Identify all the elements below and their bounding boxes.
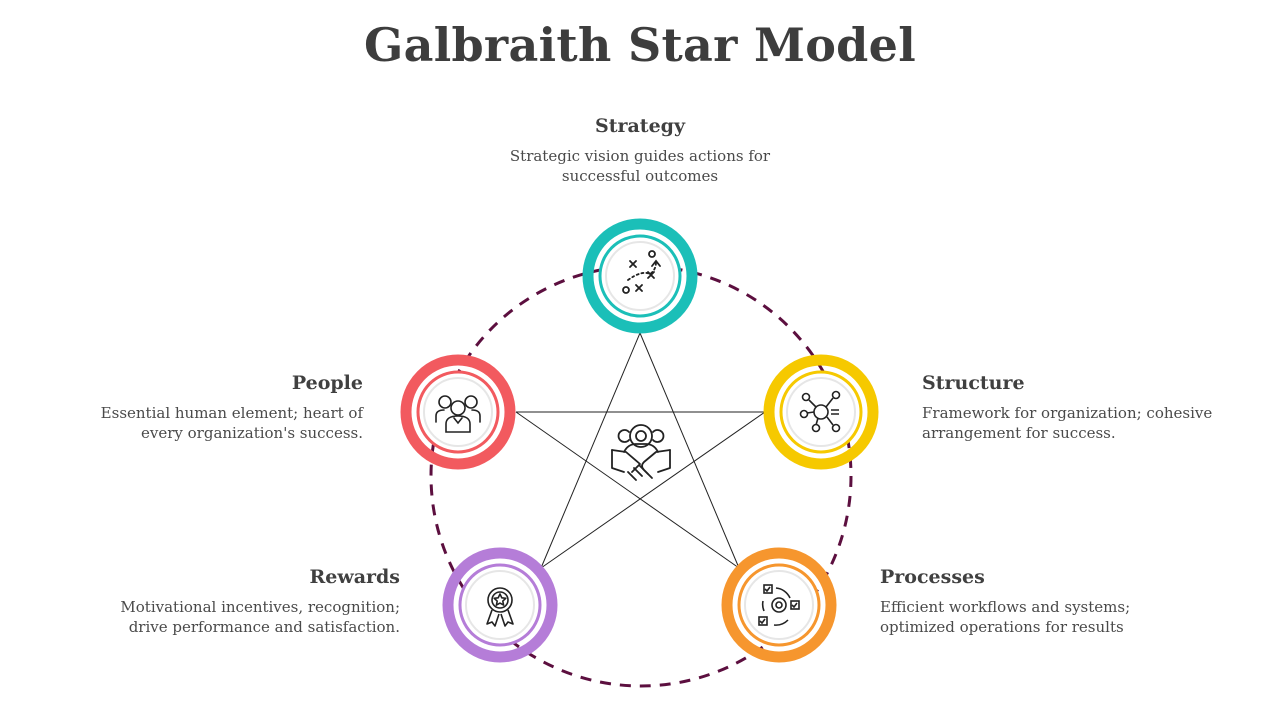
process-target-icon <box>758 584 800 626</box>
strategy-play-icon <box>622 250 661 294</box>
rewards-node[interactable] <box>442 547 558 663</box>
network-hierarchy-icon <box>799 390 841 433</box>
structure-desc-line-1: Framework for organization; cohesive <box>922 404 1213 422</box>
people-desc-line-1: Essential human element; heart of <box>100 404 363 422</box>
processes-title: Processes <box>880 566 985 588</box>
strategy-description: Strategic vision guides actions for succ… <box>480 146 800 186</box>
rewards-desc-line-1: Motivational incentives, recognition; <box>120 598 400 616</box>
strategy-title: Strategy <box>594 115 685 137</box>
structure-title: Structure <box>922 372 1025 394</box>
team-people-icon <box>435 395 481 433</box>
rewards-description: Motivational incentives, recognition; dr… <box>60 597 400 637</box>
processes-node[interactable] <box>721 547 837 663</box>
strategy-desc-line-1: Strategic vision guides actions for <box>509 147 771 165</box>
people-desc-line-2: every organization's success. <box>141 424 363 442</box>
rewards-desc-line-2: drive performance and satisfaction. <box>128 618 400 636</box>
pentagram-star <box>515 332 766 569</box>
processes-description: Efficient workflows and systems; optimiz… <box>880 597 1130 637</box>
structure-desc-line-2: arrangement for success. <box>922 424 1116 442</box>
people-node[interactable] <box>400 354 516 470</box>
strategy-desc-line-2: successful outcomes <box>561 167 719 185</box>
structure-description: Framework for organization; cohesive arr… <box>922 403 1212 443</box>
rewards-title: Rewards <box>309 566 400 588</box>
award-ribbon-icon <box>486 587 514 627</box>
handshake-team-icon <box>611 424 671 481</box>
processes-desc-line-2: optimized operations for results <box>880 618 1124 636</box>
people-title: People <box>291 372 363 394</box>
processes-desc-line-1: Efficient workflows and systems; <box>880 598 1131 616</box>
strategy-node[interactable] <box>582 218 698 334</box>
structure-node[interactable] <box>763 354 879 470</box>
page-title: Galbraith Star Model <box>364 18 916 72</box>
people-description: Essential human element; heart of every … <box>23 403 363 443</box>
